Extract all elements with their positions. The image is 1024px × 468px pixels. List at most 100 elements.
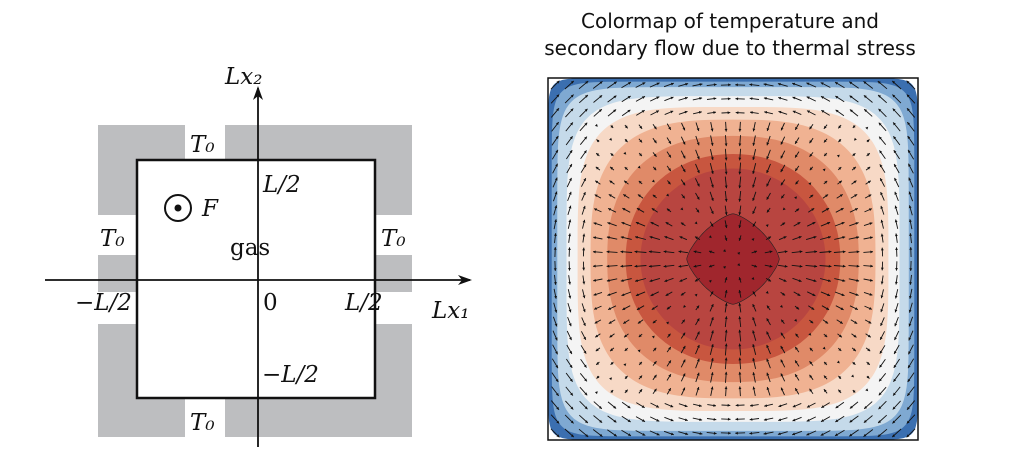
- flow-arrowhead: [724, 386, 728, 390]
- flow-arrowhead: [752, 344, 756, 347]
- flow-arrowhead: [696, 156, 700, 160]
- flow-arrowhead: [878, 406, 882, 410]
- flow-arrowhead: [780, 359, 784, 363]
- flow-arrowhead: [724, 316, 728, 320]
- flow-arrowhead: [598, 109, 602, 113]
- flow-arrowhead: [724, 277, 728, 281]
- flow-arrowhead: [754, 250, 758, 254]
- flow-arrowhead: [650, 293, 654, 296]
- flow-arrowhead: [624, 139, 628, 143]
- flow-arrowhead: [908, 149, 911, 153]
- flow-arrowhead: [627, 419, 631, 423]
- flow-arrowhead: [682, 141, 686, 145]
- flow-arrowhead: [599, 419, 603, 423]
- flow-arrowhead: [656, 96, 660, 100]
- flow-arrowhead: [682, 387, 686, 391]
- flow-arrowhead: [609, 334, 613, 338]
- flow-arrowhead: [651, 307, 655, 310]
- flow-arrowhead: [769, 264, 773, 268]
- flow-arrowhead: [568, 281, 572, 285]
- flow-arrowhead: [794, 196, 798, 200]
- flow-arrowhead: [792, 96, 796, 100]
- flow-arrowhead: [866, 362, 870, 365]
- flow-arrowhead: [639, 361, 642, 365]
- flow-arrowhead: [738, 316, 742, 320]
- flow-arrowhead: [792, 82, 796, 86]
- flow-arrowhead: [553, 233, 557, 236]
- force-out-of-plane-icon: [164, 194, 192, 222]
- flow-arrowhead: [582, 295, 586, 299]
- flow-arrowhead: [807, 110, 811, 114]
- flow-arrowhead: [909, 295, 912, 299]
- flow-arrowhead: [895, 247, 899, 251]
- flow-arrowhead: [864, 109, 868, 113]
- flow-arrowhead: [610, 389, 614, 393]
- flow-arrowhead: [880, 192, 883, 196]
- flow-arrowhead: [568, 295, 572, 299]
- flow-arrowhead: [752, 317, 755, 321]
- flow-arrowhead: [908, 163, 911, 167]
- flow-arrowhead: [682, 345, 686, 349]
- flow-arrowhead: [555, 379, 559, 383]
- flow-arrowhead: [766, 344, 770, 348]
- flow-arrowhead: [866, 375, 870, 379]
- flow-arrowhead: [868, 307, 872, 310]
- flow-arrowhead: [836, 154, 840, 158]
- flow-arrowhead: [655, 110, 659, 114]
- flow-arrowhead: [594, 307, 598, 310]
- flow-arrowhead: [766, 196, 770, 200]
- flow-arrowhead: [906, 420, 910, 424]
- flow-arrowhead: [749, 83, 753, 87]
- flow-arrowhead: [594, 320, 598, 324]
- flow-arrowhead: [879, 150, 883, 154]
- flow-arrowhead: [620, 264, 624, 268]
- flow-arrowhead: [613, 433, 617, 437]
- flow-arrowhead: [735, 83, 738, 87]
- flow-arrowhead: [696, 358, 700, 362]
- flow-arrowhead: [555, 149, 558, 153]
- flow-arrowhead: [713, 404, 717, 407]
- flow-arrowhead: [666, 208, 670, 212]
- flow-arrowhead: [879, 364, 883, 368]
- flow-arrowhead: [798, 236, 802, 239]
- flow-arrowhead: [668, 346, 671, 350]
- flow-arrowhead: [653, 388, 657, 392]
- flow-arrowhead: [637, 349, 641, 353]
- flow-arrowhead: [855, 293, 859, 296]
- flow-arrowhead: [821, 405, 825, 408]
- flow-arrowhead: [821, 96, 825, 99]
- flow-arrowhead: [696, 305, 700, 309]
- flow-arrowhead: [908, 309, 912, 313]
- flow-arrowhead: [607, 293, 611, 296]
- flow-arrowhead: [585, 81, 589, 84]
- flow-arrowhead: [752, 291, 756, 295]
- flow-arrowhead: [593, 222, 597, 225]
- flow-arrowhead: [908, 323, 912, 327]
- flow-arrowhead: [569, 136, 573, 140]
- flow-arrowhead: [908, 365, 911, 369]
- flow-arrowhead: [835, 95, 839, 99]
- flow-arrowhead: [594, 194, 598, 198]
- flow-arrowhead: [606, 236, 610, 239]
- flow-arrowhead: [727, 417, 731, 421]
- flow-arrowhead: [735, 97, 739, 101]
- flow-arrowhead: [596, 139, 600, 143]
- flow-arrowhead: [808, 182, 812, 186]
- flow-arrowhead: [823, 389, 827, 393]
- flow-arrowhead: [666, 306, 670, 310]
- flow-arrowhead: [608, 320, 612, 324]
- flow-arrowhead: [812, 293, 816, 296]
- flow-arrowhead: [655, 404, 659, 408]
- flow-arrowhead: [621, 293, 625, 297]
- flow-arrowhead: [822, 168, 826, 172]
- flow-arrowhead: [852, 389, 856, 393]
- flow-arrowhead: [624, 125, 628, 129]
- flow-arrowhead: [849, 81, 853, 85]
- flow-arrowhead: [849, 109, 853, 113]
- flow-arrowhead: [624, 180, 628, 184]
- flow-arrowhead: [713, 111, 717, 114]
- flow-arrowhead: [624, 389, 628, 393]
- flow-arrowhead: [723, 265, 726, 269]
- flow-arrowhead: [680, 207, 684, 211]
